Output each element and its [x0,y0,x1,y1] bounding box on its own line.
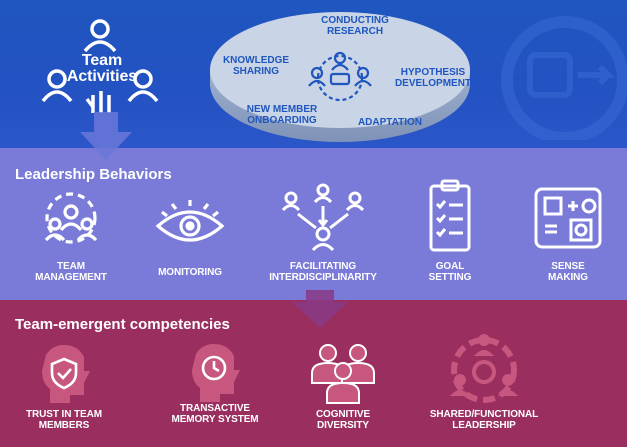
leadership-item-team-management: TEAM MANAGEMENT [25,261,117,284]
leadership-item-monitoring: MONITORING [140,267,240,279]
clipboard-icon [429,179,471,252]
leadership-item-monitoring-line1: MONITORING [158,267,222,278]
team-activities-title-line2: Activities [66,68,138,85]
leadership-item-team-management-line1: TEAM [57,261,85,272]
down-arrow-icon [80,112,132,160]
activity-hypothesis-development: HYPOTHESIS DEVELOPMENT [392,67,474,89]
activity-conducting-research-line1: CONDUCTING [321,15,389,26]
competency-shared-leadership-line2: LEADERSHIP [452,419,516,431]
competency-cognitive-diversity: COGNITIVE DIVERSITY [298,409,388,432]
activity-new-member-onboarding: NEW MEMBER ONBOARDING [242,104,322,126]
leadership-item-sense-making-line2: MAKING [548,271,588,283]
competency-transactive-memory: TRANSACTIVE MEMORY SYSTEM [160,403,270,426]
leadership-item-sense-making: SENSE MAKING [533,261,603,284]
leadership-behaviors-band [0,148,627,300]
shared-leadership-icon [450,334,518,403]
activity-adaptation-line1: ADAPTATION [357,117,423,128]
activity-hypothesis-development-line2: DEVELOPMENT [394,77,472,89]
competency-shared-leadership-line1: SHARED/FUNCTIONAL [429,409,539,420]
competency-transactive-memory-line2: MEMORY SYSTEM [171,413,259,425]
leadership-item-goal-setting-line2: SETTING [428,271,472,283]
activity-knowledge-sharing: KNOWLEDGE SHARING [218,55,294,77]
competency-trust-line1: TRUST IN TEAM [26,409,102,420]
leadership-item-facilitating-line2: INTERDISCIPLINARITY [269,271,377,283]
competency-cognitive-diversity-line1: COGNITIVE [315,409,371,420]
eye-icon [155,200,225,242]
team-activities-title: Team Activities [62,53,142,85]
competency-trust: TRUST IN TEAM MEMBERS [15,409,113,432]
leadership-item-facilitating: FACILITATING INTERDISCIPLINARITY [255,261,391,284]
activity-knowledge-sharing-line2: SHARING [232,65,280,77]
team-management-icon [44,192,98,244]
background-decoration-icon [501,16,627,140]
down-arrow-icon [292,290,348,328]
trust-shield-icon [42,345,90,403]
memory-head-icon [192,344,240,402]
competency-cognitive-diversity-line2: DIVERSITY [317,419,369,431]
competencies-heading: Team-emergent competencies [15,316,230,333]
activity-new-member-onboarding-line2: ONBOARDING [247,114,317,126]
activity-hypothesis-development-line1: HYPOTHESIS [400,67,466,78]
leadership-behaviors-heading: Leadership Behaviors [15,166,172,183]
activity-conducting-research: CONDUCTING RESEARCH [300,15,410,37]
competency-shared-leadership: SHARED/FUNCTIONAL LEADERSHIP [420,409,548,432]
leadership-item-facilitating-line1: FACILITATING [289,261,357,272]
leadership-item-team-management-line2: MANAGEMENT [35,271,107,283]
activity-adaptation: ADAPTATION [350,117,430,129]
competency-transactive-memory-line1: TRANSACTIVE [179,403,250,414]
team-activities-icon [41,19,159,113]
leadership-item-goal-setting-line1: GOAL [435,261,465,272]
leadership-item-goal-setting: GOAL SETTING [415,261,485,284]
activity-knowledge-sharing-line1: KNOWLEDGE [222,55,290,66]
network-icon [281,183,365,252]
competency-trust-line2: MEMBERS [38,419,90,431]
team-activities-title-line1: Team [81,52,123,69]
sense-making-icon [534,187,602,249]
activity-new-member-onboarding-line1: NEW MEMBER [246,104,318,115]
leadership-item-sense-making-line1: SENSE [551,261,585,272]
activities-disc [210,12,470,142]
diversity-people-icon [311,344,375,404]
activity-conducting-research-line2: RESEARCH [326,25,384,37]
